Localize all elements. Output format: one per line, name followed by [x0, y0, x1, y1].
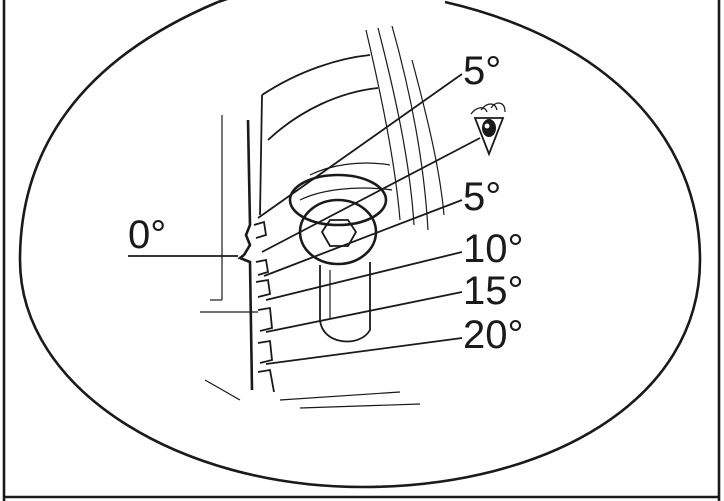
callout-notch [217, 0, 229, 4]
label-zero: 0° [128, 213, 166, 257]
leader-ten [265, 251, 463, 301]
label-twenty: 20° [463, 313, 524, 357]
timing-scale [200, 115, 275, 393]
label-top-five: 5° [463, 49, 501, 93]
housing-lines [259, 25, 445, 231]
leader-five [263, 199, 463, 277]
leader-twenty [265, 337, 463, 365]
label-fifteen: 15° [463, 269, 524, 313]
leader-top-five [257, 73, 463, 219]
base-lines [204, 379, 421, 409]
eye-icon [470, 102, 506, 157]
adjusting-bolt [288, 173, 388, 343]
label-five: 5° [463, 175, 501, 219]
leader-fifteen [265, 291, 463, 333]
magnified-view-outline [18, 0, 702, 489]
leader-lines [128, 73, 481, 365]
degree-labels: 0° 5° 5° 10° 15° 20° [128, 49, 524, 357]
label-ten: 10° [463, 227, 524, 271]
leader-eye [261, 137, 481, 253]
